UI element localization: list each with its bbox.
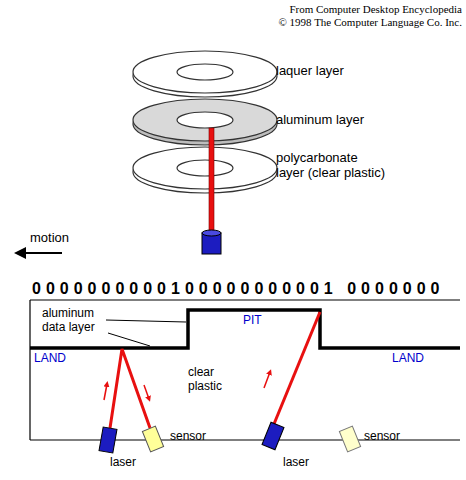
aluminum-disk: [133, 99, 277, 145]
laser-head: [202, 230, 221, 254]
credit-line: From Computer Desktop Encyclopedia: [289, 3, 462, 16]
sensor-unit: [339, 426, 360, 452]
laser-unit: [262, 422, 284, 449]
motion-label: motion: [30, 231, 69, 246]
left-laser-beam: [104, 349, 150, 428]
region-label: LAND: [34, 352, 66, 366]
section-outline: [30, 300, 460, 440]
laser-beam: [209, 128, 214, 234]
credit-line: © 1998 The Computer Language Co. Inc.: [278, 16, 462, 29]
part-name: sensor: [170, 430, 206, 444]
part-name: laquer layer: [276, 64, 344, 79]
region-label: clear plastic: [188, 366, 238, 394]
motion-arrow: [14, 247, 62, 259]
part-name: sensor: [364, 430, 400, 444]
region-label: PIT: [243, 314, 262, 328]
part-name: aluminum layer: [276, 113, 364, 128]
lacquer-disk: [133, 51, 277, 97]
right-laser-beam: [264, 312, 320, 424]
sensor-unit: [142, 426, 163, 452]
laser-unit: [99, 427, 117, 453]
part-name: laser: [110, 456, 136, 470]
part-name: polycarbonate layer (clear plastic): [276, 151, 387, 181]
leader-lines: [106, 320, 186, 346]
region-label: LAND: [392, 352, 424, 366]
part-name: laser: [283, 456, 309, 470]
bit-sequence: 0000000000100000000001 0000000: [32, 280, 445, 298]
part-name: aluminum data layer: [42, 307, 112, 335]
polycarbonate-disk: [133, 147, 277, 193]
